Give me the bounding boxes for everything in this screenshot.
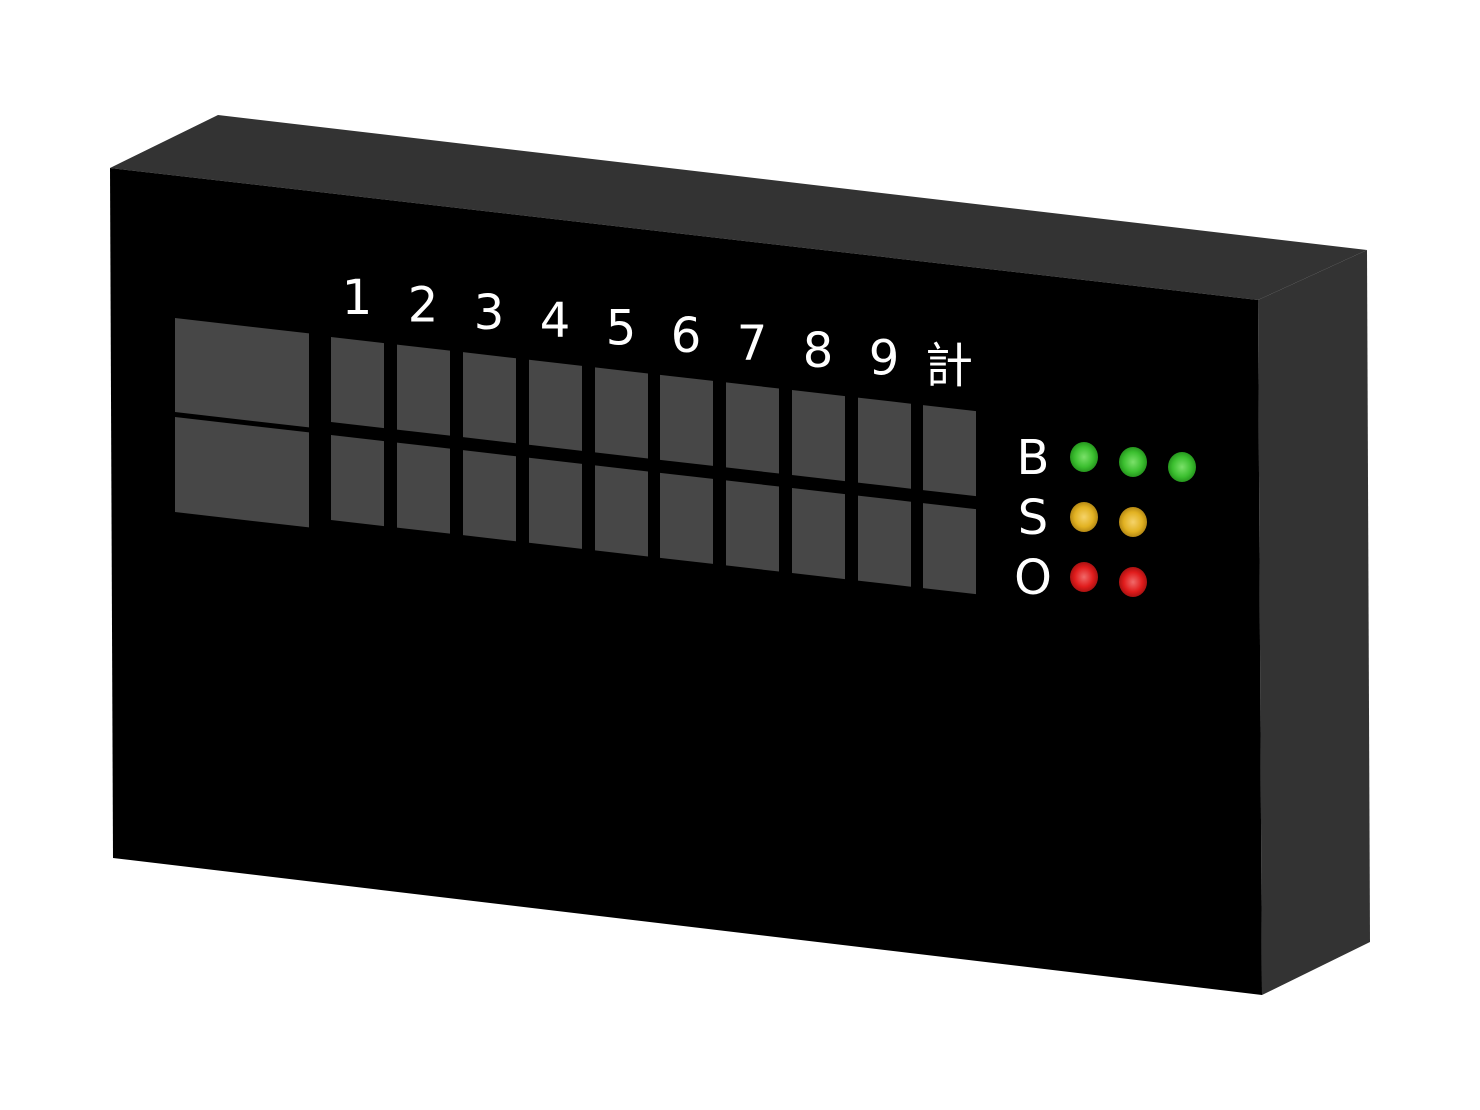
inning-score-cell <box>595 465 648 557</box>
total-score-cell <box>923 503 976 595</box>
inning-score-cell <box>726 480 779 572</box>
inning-score-cell <box>660 472 713 564</box>
strike-count-label: S <box>1018 490 1048 546</box>
inning-score-cell <box>331 337 384 429</box>
out-count-label: O <box>1014 550 1052 606</box>
inning-score-cell <box>397 442 450 534</box>
strike-led-icon <box>1070 502 1098 532</box>
ball-led-icon <box>1119 447 1147 477</box>
inning-score-cell <box>660 374 713 466</box>
total-score-cell <box>923 405 976 497</box>
inning-label: 7 <box>737 315 768 371</box>
inning-label: 5 <box>606 300 637 356</box>
inning-score-cell <box>529 359 582 451</box>
inning-score-cell <box>726 382 779 474</box>
inning-score-cell <box>858 397 911 489</box>
inning-label: 4 <box>540 293 571 349</box>
inning-label: 2 <box>408 278 439 334</box>
inning-label: 1 <box>342 270 373 326</box>
inning-score-cell <box>397 344 450 436</box>
ball-count-label: B <box>1017 430 1050 486</box>
team-name-cell <box>175 417 309 528</box>
strike-led-icon <box>1119 507 1147 537</box>
out-led-icon <box>1070 562 1098 592</box>
inning-score-cell <box>529 457 582 549</box>
inning-score-cell <box>595 367 648 459</box>
inning-score-cell <box>858 495 911 587</box>
board-side-face <box>1258 250 1370 995</box>
inning-score-cell <box>792 390 845 482</box>
team-name-cell <box>175 318 309 428</box>
board-top-face <box>110 115 1367 300</box>
inning-label: 6 <box>671 308 702 364</box>
inning-score-cell <box>792 488 845 580</box>
inning-score-cell <box>331 435 384 527</box>
total-label: 計 <box>925 338 973 394</box>
inning-score-cell <box>463 450 516 542</box>
inning-label: 9 <box>869 331 900 387</box>
inning-label: 8 <box>803 323 834 379</box>
ball-led-icon <box>1168 452 1196 482</box>
inning-label: 3 <box>474 285 505 341</box>
inning-score-cell <box>463 352 516 444</box>
ball-led-icon <box>1070 442 1098 472</box>
out-led-icon <box>1119 567 1147 597</box>
